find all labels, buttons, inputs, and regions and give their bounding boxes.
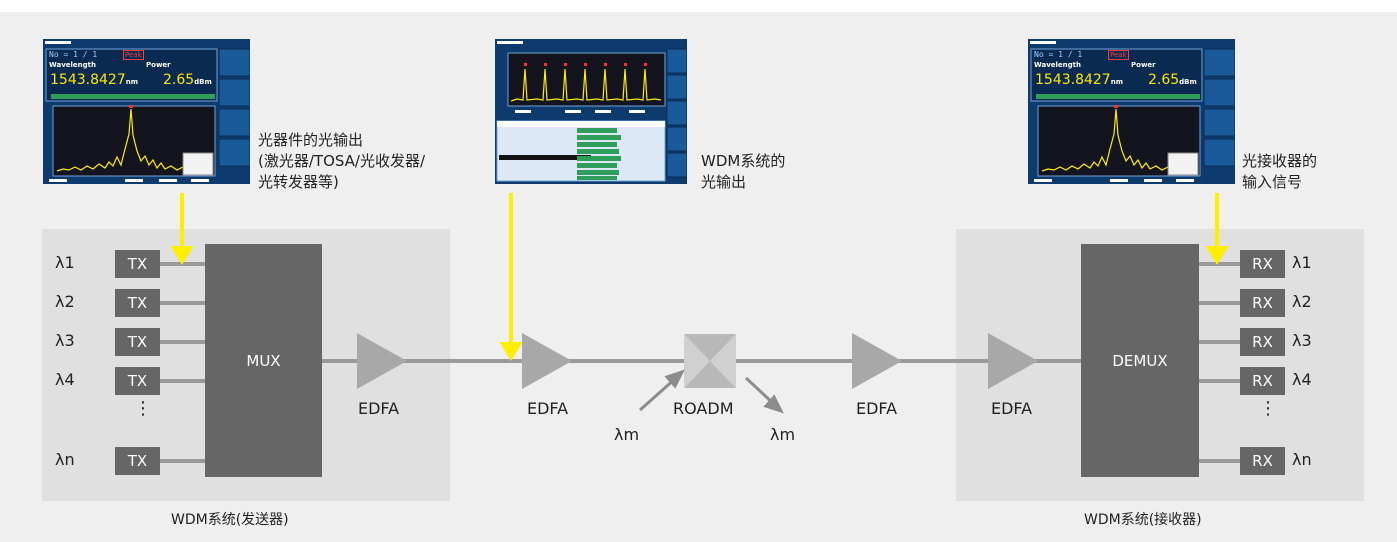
rx-box-4: RX bbox=[1240, 367, 1285, 395]
rx-lambda-1: λ1 bbox=[1292, 253, 1312, 272]
roadm-label: ROADM bbox=[673, 399, 734, 418]
tx-box-1: TX bbox=[115, 250, 160, 278]
rx-lambda-n: λn bbox=[1292, 450, 1312, 469]
edfa-label-2: EDFA bbox=[527, 399, 569, 418]
tx-ellipsis: ⋮ bbox=[134, 398, 152, 419]
analyzer-right-wavelength-value: 1543.8427nm bbox=[1035, 72, 1123, 88]
transmitter-caption: WDM系统(发送器) bbox=[171, 512, 289, 528]
tx-box-3: TX bbox=[115, 328, 160, 356]
roadm-symbol bbox=[684, 334, 736, 388]
rx-box-3: RX bbox=[1240, 328, 1285, 356]
tx-lines bbox=[160, 262, 205, 463]
receiver-caption: WDM系统(接收器) bbox=[1084, 512, 1202, 528]
edfa-amp-1 bbox=[357, 333, 407, 389]
add-lambda-label: λm bbox=[614, 425, 640, 444]
tx-box-n: TX bbox=[115, 447, 160, 475]
analyzer-left-power-value: 2.65dBm bbox=[163, 72, 212, 88]
tx-lambda-1: λ1 bbox=[55, 253, 75, 272]
tx-lambda-4: λ4 bbox=[55, 370, 75, 389]
mux-block: MUX bbox=[205, 244, 322, 477]
analyzer-left-mode-badge: Peak bbox=[123, 50, 144, 60]
rx-box-n: RX bbox=[1240, 447, 1285, 475]
analyzer-right-mode-badge: Peak bbox=[1108, 50, 1129, 60]
edfa-amp-4 bbox=[988, 333, 1038, 389]
add-arrow bbox=[639, 376, 677, 412]
edfa-label-1: EDFA bbox=[358, 399, 400, 418]
analyzer-screen-right: No = 1 / 1 Peak Wavelength Power 1543.84… bbox=[1028, 39, 1235, 184]
rx-lambda-3: λ3 bbox=[1292, 331, 1312, 350]
tx-lambda-3: λ3 bbox=[55, 331, 75, 350]
drop-lambda-label: λm bbox=[770, 425, 796, 444]
edfa-label-4: EDFA bbox=[991, 399, 1033, 418]
analyzer-right-wavelength-label: Wavelength bbox=[1034, 61, 1081, 69]
analyzer-left-wavelength-label: Wavelength bbox=[49, 61, 96, 69]
edfa-label-3: EDFA bbox=[856, 399, 898, 418]
rx-lines bbox=[1199, 262, 1240, 463]
analyzer-right-power-label: Power bbox=[1131, 61, 1156, 69]
demux-block: DEMUX bbox=[1081, 244, 1199, 477]
rx-ellipsis: ⋮ bbox=[1259, 398, 1277, 419]
analyzer-left-wavelength-value: 1543.8427nm bbox=[50, 72, 138, 88]
edfa-amp-3 bbox=[852, 333, 902, 389]
analyzer-left-power-label: Power bbox=[146, 61, 171, 69]
tx-lambda-n: λn bbox=[55, 450, 75, 469]
rx-lambda-2: λ2 bbox=[1292, 292, 1312, 311]
tx-box-4: TX bbox=[115, 367, 160, 395]
caption-wdm-system-output: WDM系统的 光输出 bbox=[701, 152, 786, 191]
rx-box-1: RX bbox=[1240, 250, 1285, 278]
caption-receiver-input: 光接收器的 输入信号 bbox=[1242, 152, 1318, 191]
analyzer-right-channel: No = 1 / 1 bbox=[1034, 50, 1083, 59]
tx-lambda-2: λ2 bbox=[55, 292, 75, 311]
analyzer-screen-left: No = 1 / 1 Peak Wavelength Power 1543.84… bbox=[43, 39, 250, 184]
analyzer-left-channel: No = 1 / 1 bbox=[49, 50, 98, 59]
caption-optical-device-output: 光器件的光输出 (激光器/TOSA/光收发器/ 光转发器等) bbox=[258, 131, 426, 191]
tx-box-2: TX bbox=[115, 289, 160, 317]
rx-box-2: RX bbox=[1240, 289, 1285, 317]
analyzer-screen-center bbox=[495, 39, 687, 184]
edfa-amp-2 bbox=[522, 333, 572, 389]
rx-lambda-4: λ4 bbox=[1292, 370, 1312, 389]
analyzer-right-power-value: 2.65dBm bbox=[1148, 72, 1197, 88]
